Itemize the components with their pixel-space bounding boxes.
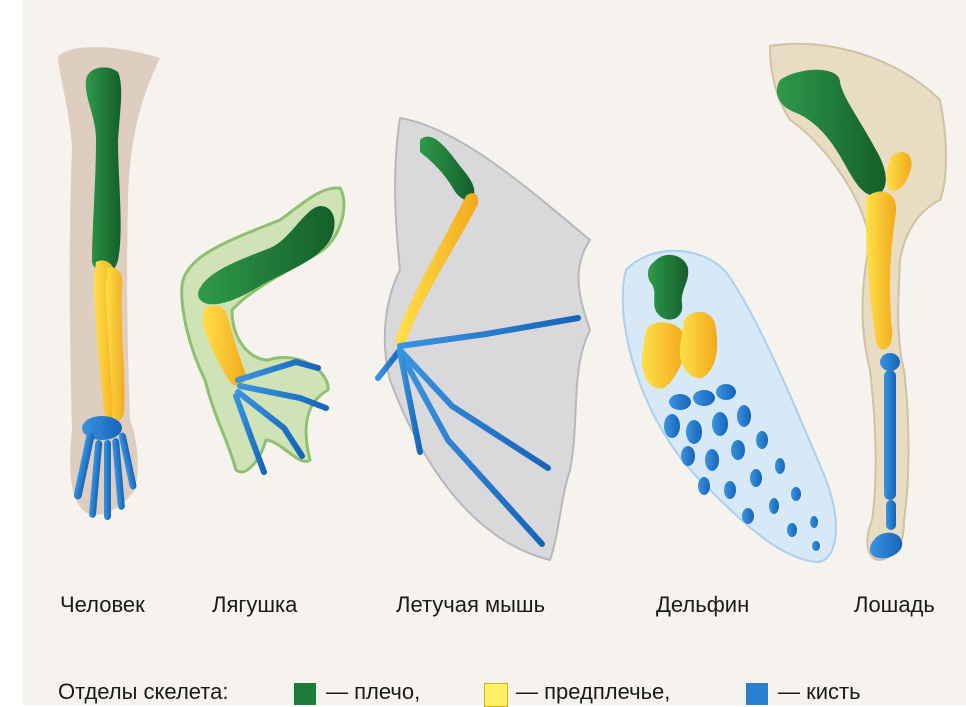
legend-swatch-forearm xyxy=(484,683,508,707)
label-bat: Летучая мышь xyxy=(396,592,545,618)
label-horse: Лошадь xyxy=(854,592,935,618)
label-dolphin: Дельфин xyxy=(656,592,749,618)
label-human: Человек xyxy=(60,592,145,618)
frog-limb xyxy=(182,188,344,472)
bat-membrane xyxy=(385,118,590,560)
dolphin-limb xyxy=(623,251,836,562)
dolphin-ulna xyxy=(680,312,717,378)
legend-label-humerus: — плечо, xyxy=(326,679,420,705)
label-frog: Лягушка xyxy=(212,592,297,618)
human-limb xyxy=(58,47,160,520)
legend-swatch-hand xyxy=(746,683,768,705)
legend-label-forearm: — предплечье, xyxy=(516,679,670,705)
legend-title: Отделы скелета: xyxy=(58,679,228,705)
legend-label-hand: — кисть xyxy=(778,679,861,705)
bat-limb xyxy=(378,118,590,560)
legend-swatch-humerus xyxy=(294,683,316,705)
